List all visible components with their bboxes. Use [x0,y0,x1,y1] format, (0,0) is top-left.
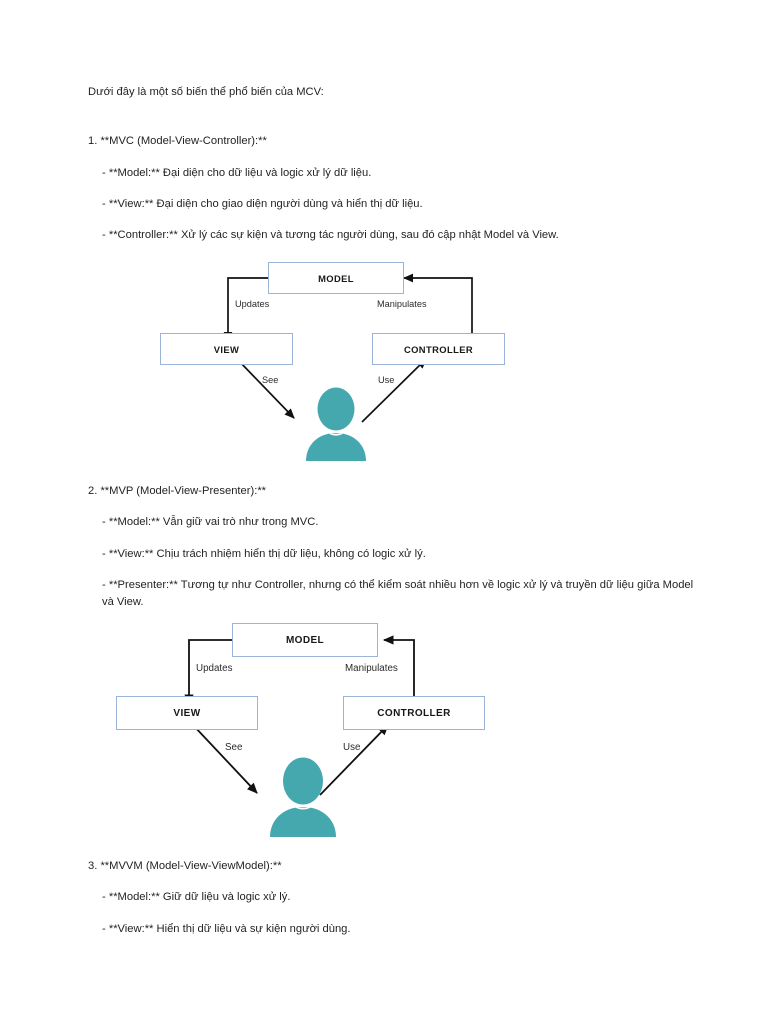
bullet-mvvm-model: - **Model:** Giữ dữ liệu và logic xử lý. [102,891,291,904]
text-block-mvp: 2. **MVP (Model-View-Presenter):** - **M… [88,483,708,612]
diagram-1-node-model[interactable]: MODEL [268,262,404,294]
diagram-2-model-label: MODEL [285,634,325,646]
diagram-2-actor-user [267,755,339,837]
diagram-2-controller-label: CONTROLLER [377,707,451,719]
diagram-1-model-label: MODEL [318,272,354,284]
bullet-mvc-view: - **View:** Đại diện cho giao diện người… [102,198,423,211]
diagram-2-label-use: Use [343,742,361,753]
diagram-2-connectors [184,635,415,796]
text-block-mvvm: 3. **MVVM (Model-View-ViewModel):** - **… [88,858,708,938]
section-heading-mvp: 2. **MVP (Model-View-Presenter):** [88,485,267,497]
bullet-mvp-presenter: - **Presenter:** Tương tự như Controller… [102,579,694,609]
diagram-1-label-use: Use [378,375,395,385]
diagram-1-label-manipulates: Manipulates [377,299,427,309]
diagram-2-label-see: See [225,742,243,753]
user-person-icon [270,757,336,837]
diagram-2-node-controller[interactable]: CONTROLLER [343,696,485,730]
mvp-diagram-2: MODEL VIEW CONTROLLER Updates Manipulate… [105,615,505,840]
bullet-mvp-view: - **View:** Chịu trách nhiệm hiển thị dữ… [102,547,426,560]
section-heading-mvc: 1. **MVC (Model-View-Controller):** [88,135,267,148]
diagram-1-node-view[interactable]: VIEW [160,333,293,365]
bullet-mvc-model: - **Model:** Đại diện cho dữ liệu và log… [102,166,372,179]
diagram-1-label-updates: Updates [235,299,270,309]
diagram-2-node-view[interactable]: VIEW [116,696,258,730]
diagram-1-view-label: VIEW [213,343,240,355]
section-heading-mvvm: 3. **MVVM (Model-View-ViewModel):** [88,860,282,872]
bullet-mvp-model: - **Model:** Vẫn giữ vai trò như trong M… [102,516,319,529]
bullet-mvc-controller: - **Controller:** Xử lý các sự kiện và t… [102,229,559,242]
intro-paragraph: Dưới đây là một số biến thể phổ biến của… [88,86,324,98]
diagram-1-actor-user [303,385,369,461]
text-block-mvc: Dưới đây là một số biến thể phổ biến của… [88,84,688,245]
mvc-diagram-1: MODEL VIEW CONTROLLER Updates Manipulate… [150,255,550,470]
diagram-1-connectors [223,273,473,423]
user-person-icon [306,387,366,461]
diagram-2-label-manipulates: Manipulates [345,663,398,674]
diagram-1-node-controller[interactable]: CONTROLLER [372,333,505,365]
diagram-1-controller-label: CONTROLLER [403,343,474,355]
diagram-2-node-model[interactable]: MODEL [232,623,378,657]
diagram-1-label-see: See [262,375,279,385]
diagram-2-label-updates: Updates [196,663,233,674]
diagram-2-view-label: VIEW [173,707,201,719]
bullet-mvvm-view: - **View:** Hiển thị dữ liệu và sự kiện … [102,922,351,935]
